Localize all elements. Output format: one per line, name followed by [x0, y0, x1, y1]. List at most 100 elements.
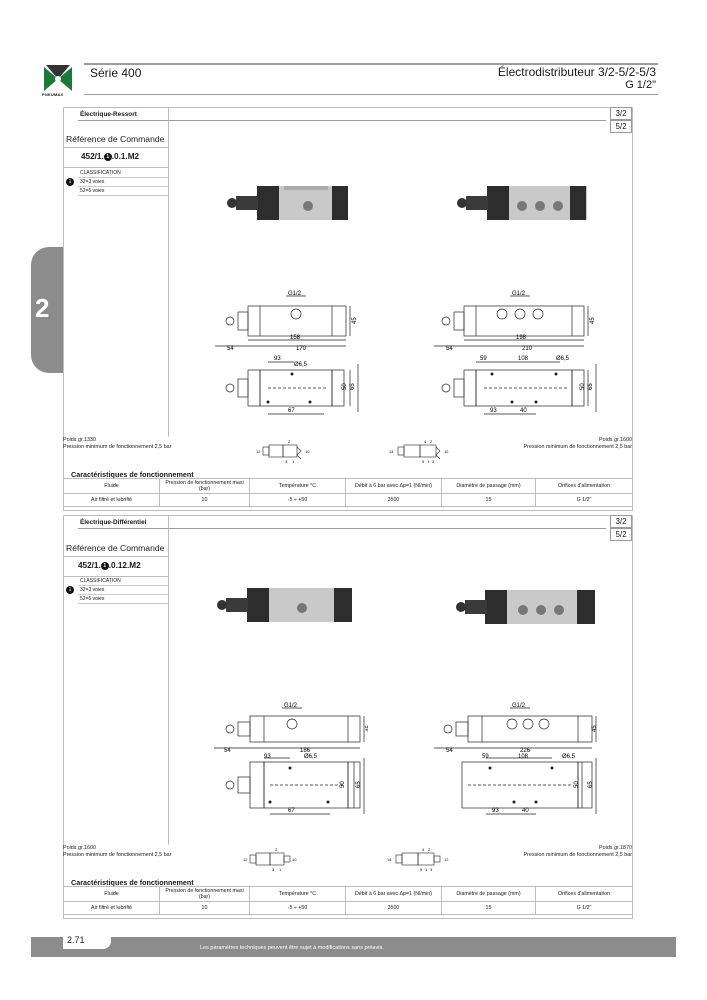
characteristics-table: Fluide Pression de fonctionnement maxi (… [63, 886, 633, 915]
dim-width-outer: 65 [356, 781, 362, 788]
th-flow: Débit à 6 bar avec Δp=1 (Nl/min) [345, 886, 442, 902]
section-title: Électrique-Différentiel [80, 519, 147, 526]
ref-rule [63, 556, 168, 557]
dim-height: 45 [590, 317, 596, 324]
dim-thread: G1/2 [284, 703, 298, 709]
dim-width-inner: 50 [340, 781, 346, 788]
way-badge-52: 5/2 [610, 528, 632, 541]
table-header-row: Fluide Pression de fonctionnement maxi (… [63, 886, 633, 902]
dim-width-outer: 65 [588, 781, 594, 788]
ref-code: 452/1.1.0.12.M2 [78, 561, 141, 570]
cls-rule-3 [78, 195, 168, 196]
table-caption: Caractéristiques de fonctionnement [71, 470, 194, 479]
dim-width-inner: 50 [580, 383, 586, 390]
pressure-left: Pression minimum de fonctionnement 2,5 b… [63, 852, 172, 858]
th-diameter: Diamètre de passage (mm) [441, 886, 536, 902]
dim-length-total: 226 [520, 748, 531, 754]
port-label: 2 [430, 439, 433, 444]
way-badge-32: 3/2 [610, 515, 632, 528]
th-ports: Orifices d'alimentation [535, 478, 633, 494]
page-number: 2.71 [67, 935, 85, 945]
dim-mount-offset: 40 [520, 408, 527, 414]
td-temperature: -5 ÷ +50 [249, 901, 346, 915]
weight-left: Poids gr.1330 [63, 437, 96, 443]
th-pressure: Pression de fonctionnement maxi (bar) [159, 886, 250, 902]
cls-rule-1 [78, 585, 168, 586]
way-badge-32: 3/2 [610, 107, 632, 120]
th-temperature: Température °C [249, 478, 346, 494]
port-label: 1 [425, 867, 428, 872]
ref-label: Référence de Commande [66, 134, 165, 144]
port-label: 3 [285, 459, 288, 464]
cls-rule-2 [78, 594, 168, 595]
dim-length-total: 186 [300, 748, 311, 754]
td-temperature: -5 ÷ +50 [249, 493, 346, 507]
dim-width-outer: 65 [588, 383, 594, 390]
port-label: 1 [279, 867, 282, 872]
cls-rule-3 [78, 603, 168, 604]
pressure-left: Pression minimum de fonctionnement 2,5 b… [63, 444, 172, 450]
port-label: 3 [272, 867, 275, 872]
port-label: 12 [444, 449, 449, 454]
dim-port-offset: 59 [482, 754, 489, 760]
page-number-box [63, 935, 111, 949]
dim-mount-offset: 40 [522, 808, 529, 814]
ref-code-prefix: 452/1. [78, 561, 101, 570]
td-pressure: 10 [159, 493, 250, 507]
dim-operator: 54 [227, 346, 234, 352]
ref-code-bullet: 1 [100, 562, 109, 570]
section-title: Électrique-Ressort [80, 111, 137, 118]
option-52: 52=5 voies [80, 596, 105, 602]
table-header-row: Fluide Pression de fonctionnement maxi (… [63, 478, 633, 494]
dim-operator: 54 [224, 748, 231, 754]
dimension-drawing-52: G1/2 226 54 45 59 108 Ø6,5 50 65 93 40 [434, 703, 598, 815]
option-32: 32=3 voies [80, 587, 105, 593]
dim-width-inner: 50 [574, 781, 580, 788]
ref-code: 452/1.1.0.1.M2 [81, 152, 139, 161]
section-title-rule [78, 120, 606, 121]
dim-mount-pitch: 67 [288, 808, 295, 814]
product-title: Électrodistributeur 3/2-5/2-5/3 [497, 65, 656, 79]
weight-right: Poids gr.1600 [599, 437, 632, 443]
dimension-drawing-32: G1/2 186 54 45 93 Ø6,5 50 65 67 [214, 703, 368, 815]
dim-length-total: 170 [296, 346, 307, 352]
td-pressure: 10 [159, 901, 250, 915]
dim-height: 45 [592, 725, 598, 732]
dim-port-offset: 59 [480, 356, 487, 362]
dim-hole-pitch: 93 [274, 356, 281, 362]
ref-code-prefix: 452/1. [81, 152, 104, 161]
pneumax-logo [42, 63, 74, 95]
port-label: 2 [428, 847, 431, 852]
port-label: 2 [288, 439, 291, 444]
pressure-right: Pression minimum de fonctionnement 2,5 b… [523, 444, 632, 450]
th-flow: Débit à 6 bar avec Δp=1 (Nl/min) [345, 478, 442, 494]
way-badge-52: 5/2 [610, 120, 632, 133]
dim-width-outer: 65 [350, 383, 356, 390]
pressure-right: Pression minimum de fonctionnement 2,5 b… [523, 852, 632, 858]
td-ports: G 1/2" [535, 493, 633, 507]
dimension-drawing-52: G1/2 45 198 210 54 59 108 Ø6,5 50 65 93 … [434, 291, 597, 415]
dim-mount-pitch: 93 [490, 408, 497, 414]
valve-photo-32 [217, 588, 352, 622]
ref-rule [63, 147, 168, 148]
table-caption: Caractéristiques de fonctionnement [71, 878, 194, 887]
td-diameter: 15 [441, 901, 536, 915]
th-diameter: Diamètre de passage (mm) [441, 478, 536, 494]
dim-hole-pitch: 93 [264, 754, 271, 760]
dim-height: 45 [352, 317, 358, 324]
pneumatic-symbol-32: 12 2 10 3 1 [243, 847, 297, 872]
valve-photo-52 [456, 590, 595, 624]
port-label: 10 [292, 857, 297, 862]
td-flow: 3500 [345, 901, 442, 915]
characteristics-table: Fluide Pression de fonctionnement maxi (… [63, 478, 633, 507]
dim-thread: G1/2 [288, 291, 302, 297]
classification-bullet: 1 [66, 586, 74, 594]
td-fluid: Air filtré et lubrifié [63, 901, 160, 915]
dim-hole-dia: Ø6,5 [304, 754, 318, 760]
ref-column-divider [168, 107, 169, 437]
cls-rule-2 [78, 186, 168, 187]
header-rule-top [84, 63, 658, 65]
footer-bar [31, 937, 676, 957]
port-label: 5 [422, 459, 425, 464]
brand-name: PNEUMAX [42, 92, 64, 97]
